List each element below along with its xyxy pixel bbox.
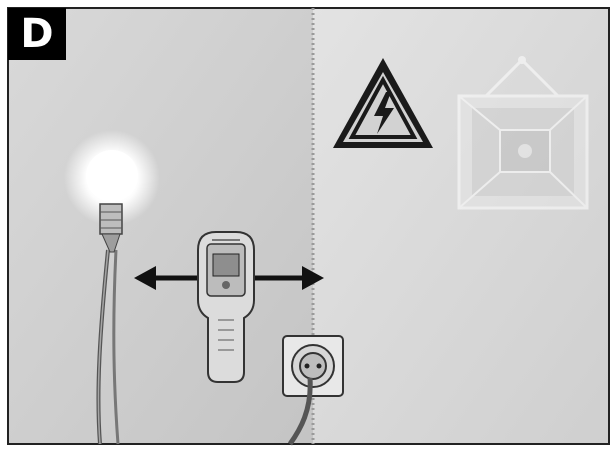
panel-label: D [8,8,66,60]
power-socket-icon [283,336,343,396]
